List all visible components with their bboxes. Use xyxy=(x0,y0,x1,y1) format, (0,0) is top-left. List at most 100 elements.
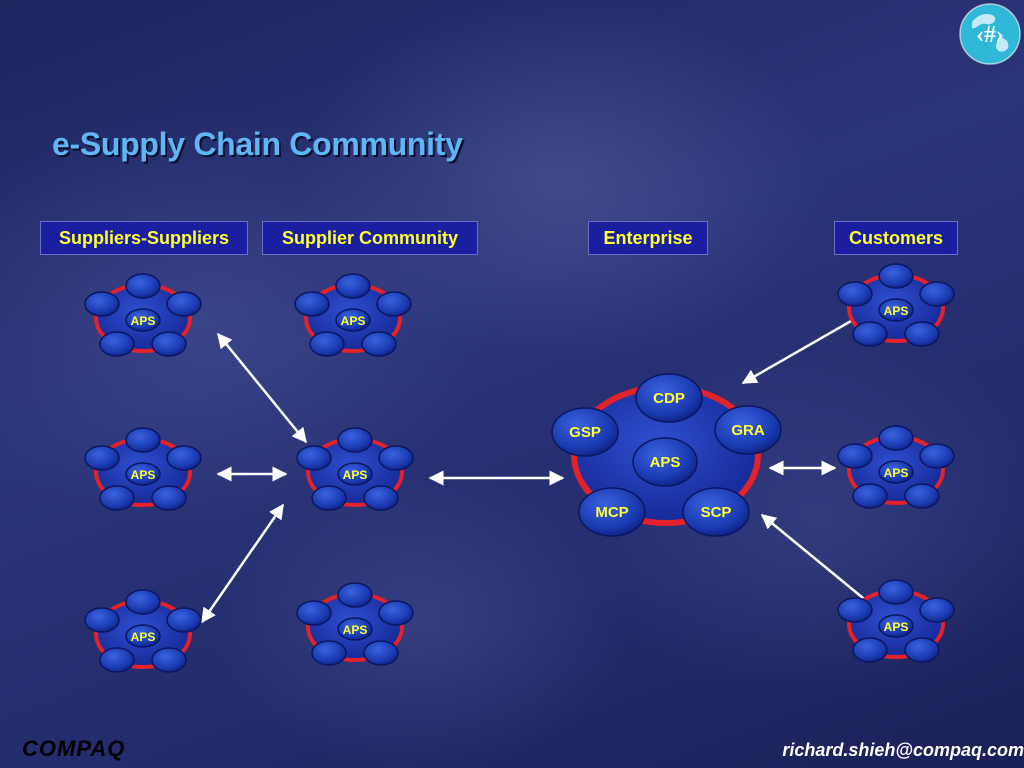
aps-cluster: APS xyxy=(837,425,955,509)
aps-cluster: APS xyxy=(84,589,202,673)
aps-clusters: APS APS APS APS APS APS APS APS APS xyxy=(84,263,955,673)
cluster-node xyxy=(378,445,414,471)
aps-cluster: APS xyxy=(296,427,414,511)
cluster-node xyxy=(904,483,940,509)
cluster-node xyxy=(296,600,332,626)
connector-arrows xyxy=(200,307,882,624)
aps-label: APS xyxy=(131,630,156,644)
aps-node xyxy=(878,298,914,322)
cluster-node xyxy=(361,331,397,357)
hub-satellite-gsp xyxy=(551,407,619,457)
cluster-node xyxy=(878,579,914,605)
hub-satellite-label: MCP xyxy=(595,504,628,521)
cluster-node xyxy=(294,291,330,317)
hub-satellite-label: CDP xyxy=(653,390,685,407)
hub-satellite-label: SCP xyxy=(701,504,732,521)
compaq-logo: COMPAQ xyxy=(22,736,126,761)
aps-label: APS xyxy=(884,304,909,318)
aps-cluster: APS xyxy=(294,273,412,357)
aps-cluster: APS xyxy=(837,579,955,663)
aps-label: APS xyxy=(343,623,368,637)
bidirectional-arrow xyxy=(200,503,285,624)
hub-center-label: APS xyxy=(650,454,681,471)
aps-label: APS xyxy=(884,620,909,634)
cluster-node xyxy=(919,281,955,307)
slide-title: e-Supply Chain Community xyxy=(52,126,463,162)
slide-number: ‹#› xyxy=(976,22,1004,48)
cluster-node xyxy=(904,637,940,663)
bidirectional-arrow xyxy=(741,307,874,385)
cluster-node xyxy=(919,597,955,623)
cluster-node xyxy=(837,443,873,469)
cluster-node xyxy=(904,321,940,347)
cluster-node xyxy=(878,263,914,289)
cluster-node xyxy=(837,281,873,307)
aps-cluster: APS xyxy=(84,427,202,511)
cluster-node xyxy=(837,597,873,623)
cluster-node xyxy=(878,425,914,451)
aps-label: APS xyxy=(343,468,368,482)
cluster-node xyxy=(99,485,135,511)
cluster-node xyxy=(125,273,161,299)
cluster-node xyxy=(296,445,332,471)
enterprise-hub: CDP GRA SCP MCP GSP APS xyxy=(551,373,782,537)
cluster-node xyxy=(84,607,120,633)
aps-node xyxy=(125,624,161,648)
cluster-node xyxy=(337,427,373,453)
aps-node xyxy=(125,308,161,332)
header-customers: Customers xyxy=(834,221,958,255)
cluster-node xyxy=(311,485,347,511)
hub-satellite-scp xyxy=(682,487,750,537)
header-enterprise: Enterprise xyxy=(588,221,708,255)
cluster-node xyxy=(852,637,888,663)
aps-cluster: APS xyxy=(837,263,955,347)
bidirectional-arrow xyxy=(217,332,307,444)
cluster-node xyxy=(919,443,955,469)
aps-label: APS xyxy=(341,314,366,328)
cluster-node xyxy=(151,647,187,673)
cluster-node xyxy=(125,589,161,615)
cluster-node xyxy=(363,640,399,666)
cluster-node xyxy=(84,291,120,317)
aps-label: APS xyxy=(131,314,156,328)
header-suppliers-suppliers: Suppliers-Suppliers xyxy=(40,221,248,255)
hub-center-aps xyxy=(632,437,698,487)
footer-email: richard.shieh@compaq.com xyxy=(782,740,1024,760)
cluster-node xyxy=(335,273,371,299)
cluster-node xyxy=(151,331,187,357)
cluster-node xyxy=(363,485,399,511)
aps-label: APS xyxy=(131,468,156,482)
cluster-node xyxy=(99,647,135,673)
cluster-node xyxy=(166,291,202,317)
cluster-node xyxy=(99,331,135,357)
cluster-node xyxy=(151,485,187,511)
cluster-node xyxy=(376,291,412,317)
globe-icon: ‹#› xyxy=(959,3,1021,65)
hub-satellite-label: GRA xyxy=(731,422,765,439)
cluster-node xyxy=(309,331,345,357)
cluster-node xyxy=(337,582,373,608)
bidirectional-arrow xyxy=(760,514,882,613)
hub-satellite-mcp xyxy=(578,487,646,537)
aps-node xyxy=(878,460,914,484)
aps-cluster: APS xyxy=(296,582,414,666)
cluster-node xyxy=(166,607,202,633)
cluster-node xyxy=(378,600,414,626)
header-supplier-community: Supplier Community xyxy=(262,221,478,255)
hub-satellite-cdp xyxy=(635,373,703,423)
cluster-node xyxy=(852,321,888,347)
cluster-node xyxy=(166,445,202,471)
cluster-node xyxy=(125,427,161,453)
aps-node xyxy=(878,614,914,638)
aps-node xyxy=(335,308,371,332)
aps-cluster: APS xyxy=(84,273,202,357)
cluster-node xyxy=(311,640,347,666)
aps-node xyxy=(125,462,161,486)
cluster-node xyxy=(852,483,888,509)
aps-node xyxy=(337,617,373,641)
cluster-node xyxy=(84,445,120,471)
aps-label: APS xyxy=(884,466,909,480)
hub-satellite-label: GSP xyxy=(569,424,601,441)
hub-satellite-gra xyxy=(714,405,782,455)
